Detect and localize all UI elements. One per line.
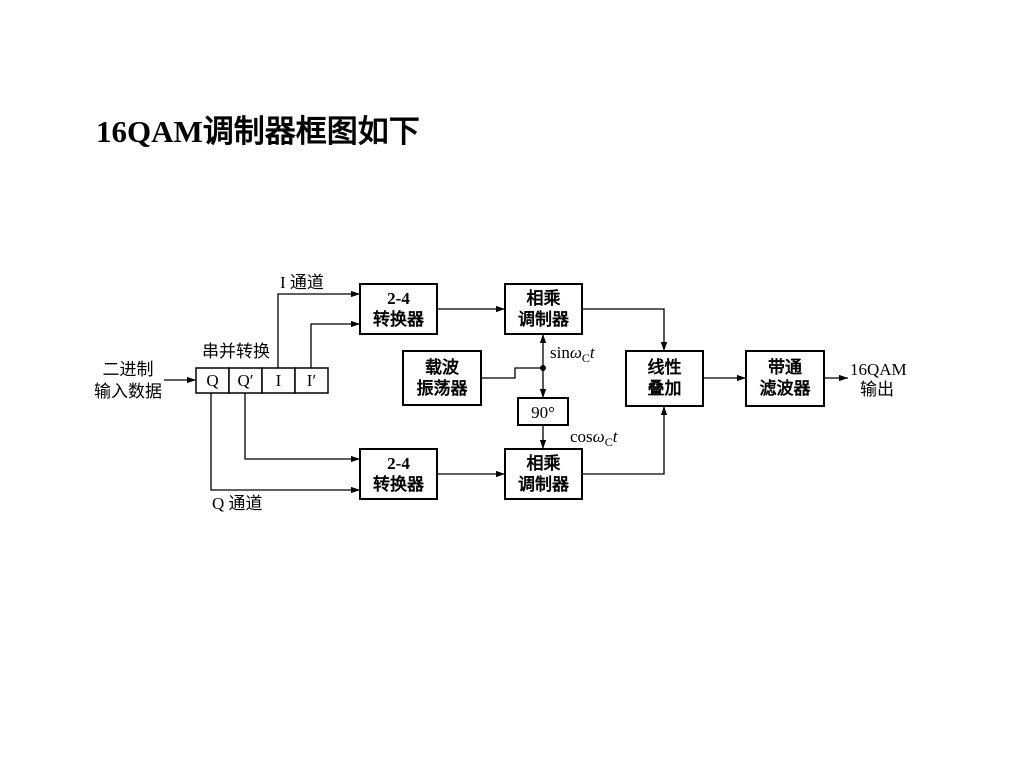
summer-box [625,350,704,407]
register-cell-i-label: I [276,371,282,390]
q-channel-wire [210,393,360,494]
i-channel-wire [277,290,360,368]
multiplier-top-line2: 调制器 [518,309,570,329]
converter-bottom-line2: 转换器 [373,474,425,494]
register-cell-q-label: Q [206,371,218,390]
summer-line1: 线性 [648,357,682,377]
multiplier-top-box [504,283,583,335]
i-prime-channel-wire [310,320,360,368]
oscillator-line1: 载波 [425,357,460,377]
oscillator-line2: 振荡器 [417,378,469,398]
summer-line2: 叠加 [648,379,682,398]
converter-top-line1: 2-4 [387,289,410,308]
register-cell-i-prime-label: I′ [307,371,316,390]
multiplier-top-line1: 相乘 [527,288,561,308]
q-channel-label: Q 通道 [212,494,263,513]
input-label-line2: 输入数据 [94,382,162,401]
multiplier-bottom-line2: 调制器 [518,474,570,494]
phase-shift-label: 90° [531,403,555,422]
register-cell-i-prime [294,367,329,394]
i-channel-label: I 通道 [280,273,324,292]
input-label-line1: 二进制 [103,360,154,379]
cos-carrier-label: cosωCt [570,427,619,449]
output-label-line2: 输出 [860,380,894,399]
bandpass-line1: 带通 [768,357,802,377]
output-label-line1: 16QAM [850,360,907,379]
register-cell-q-prime-label: Q′ [238,371,254,390]
multiplier-bottom-line1: 相乘 [527,453,561,473]
page-title: 16QAM调制器框图如下 [96,114,420,149]
serial-parallel-register: Q Q′ I I′ [195,367,329,394]
multiplier-bottom-box [504,448,583,500]
multiplier-top-to-summer-wire [582,308,668,351]
oscillator-output-wire [481,367,543,379]
register-cell-q [195,367,230,394]
multiplier-bottom-to-summer-wire [582,406,668,475]
serial-parallel-label: 串并转换 [202,342,270,361]
converter-bottom-box [359,448,438,500]
oscillator-box [402,350,482,406]
phase-shift-box [517,397,569,426]
converter-bottom-line1: 2-4 [387,454,410,473]
converter-top-line2: 转换器 [373,309,425,329]
q-prime-channel-wire [244,393,360,463]
sin-carrier-label: sinωCt [550,343,596,365]
bandpass-line2: 滤波器 [760,378,812,398]
